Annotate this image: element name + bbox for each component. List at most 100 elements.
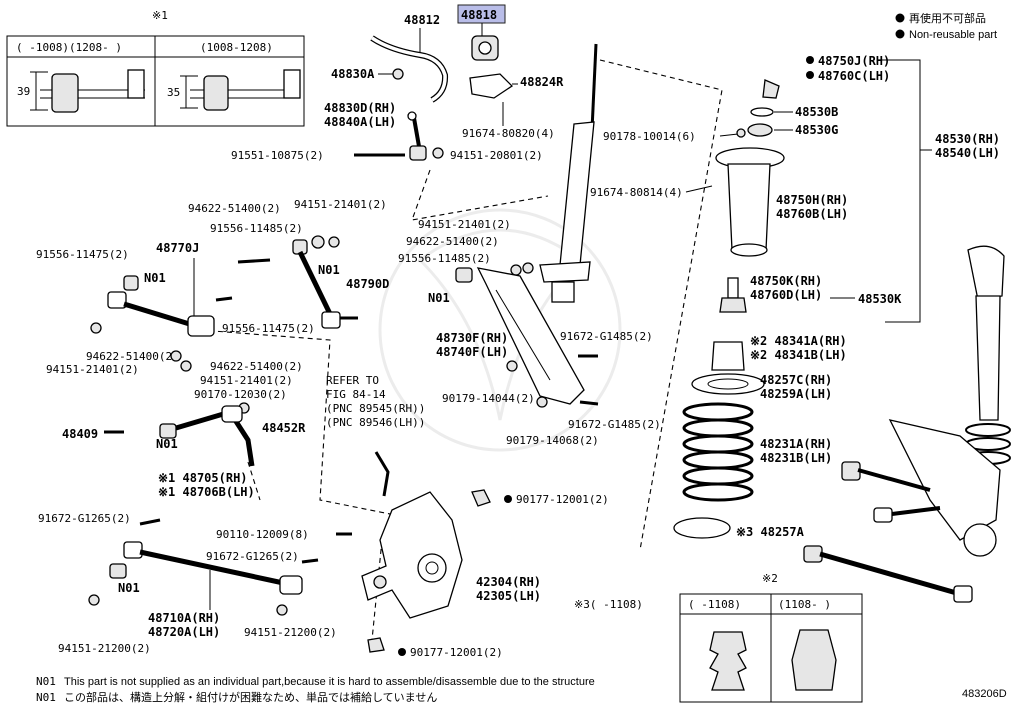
footnote-tag-1: N01 <box>36 675 56 688</box>
spring-group: ※2 48341A(RH) ※2 48341B(LH) 48257C(RH) 4… <box>673 334 847 539</box>
label-90177b: 90177-12001(2) <box>410 646 503 659</box>
label-48818[interactable]: 48818 <box>461 8 497 22</box>
label-48750K: 48750K(RH) <box>750 274 822 288</box>
label-91556c: 91556-11485(2) <box>398 252 491 265</box>
label-94151c: 94151-21401(2) <box>200 374 293 387</box>
legend-dot-icon <box>895 13 905 23</box>
inset-1-left-header: ( -1008)(1208- ) <box>16 41 122 54</box>
label-90110: 90110-12009(8) <box>216 528 309 541</box>
label-91556d: 91556-11475(2) <box>222 322 315 335</box>
label-48341B: ※2 48341B(LH) <box>750 348 847 362</box>
legend: 再使用不可部品 Non-reusable part <box>895 11 997 41</box>
label-n01b: N01 <box>318 263 340 277</box>
label-48409: 48409 <box>62 427 98 441</box>
bracket-48824R[interactable] <box>469 73 514 99</box>
label-94151f: 94151-21200(2) <box>244 626 337 639</box>
label-48706B: ※1 48706B(LH) <box>158 485 255 499</box>
shock-absorber <box>539 43 598 303</box>
label-90179b: 90179-14068(2) <box>506 434 599 447</box>
label-48231B: 48231B(LH) <box>760 451 832 465</box>
label-94622b: 94622-51400(2) <box>86 350 179 363</box>
label-94151d: 94151-21401(2) <box>418 218 511 231</box>
assembly-strut[interactable] <box>975 295 1001 421</box>
label-48830A: 48830A <box>331 67 375 81</box>
legend-jp: 再使用不可部品 <box>909 11 986 25</box>
lower-arm-48730F: 94151-21401(2) 94622-51400(2) 91556-1148… <box>398 218 661 447</box>
lower-arm-48710A: 91672-G1265(2) 91672-G1265(2) N01 48710A… <box>38 512 337 655</box>
note-3: ※3( -1108) <box>574 598 643 611</box>
label-94151b: 94151-21401(2) <box>46 363 139 376</box>
seat-48257C[interactable] <box>691 373 765 395</box>
label-48750H: 48750H(RH) <box>776 193 848 207</box>
coil-spring[interactable] <box>682 402 754 502</box>
link-48830D[interactable] <box>409 145 427 161</box>
label-n01a: N01 <box>144 271 166 285</box>
label-n01c: N01 <box>428 291 450 305</box>
label-91551: 91551-10875(2) <box>231 149 324 162</box>
label-48530G: 48530G <box>795 123 838 137</box>
label-48452R: 48452R <box>262 421 306 435</box>
label-94151e: 94151-21200(2) <box>58 642 151 655</box>
label-48530B: 48530B <box>795 105 838 119</box>
label-48540LH: 48540(LH) <box>935 146 1000 160</box>
footnote-jp: この部品は、構造上分解・組付けが困難なため、単品では補給していません <box>64 690 437 704</box>
inset-1-right-dim: 35 <box>167 86 180 99</box>
label-48770J: 48770J <box>156 241 199 255</box>
inset-2: ※2 ※3( -1108) ( -1108) (1108- ) <box>574 572 863 703</box>
knuckle-42304: 90110-12009(8) 42304(RH) 42305(LH) 90177… <box>216 489 609 659</box>
refer-line-4: (PNC 89546(LH)) <box>326 416 425 429</box>
label-48259A: 48259A(LH) <box>760 387 832 401</box>
link-48452R[interactable] <box>221 405 243 423</box>
label-91674-80820: 91674-80820(4) <box>462 127 555 140</box>
inset-2-right-header: (1108- ) <box>778 598 831 611</box>
label-48760B: 48760B(LH) <box>776 207 848 221</box>
refer-line-2: FIG 84-14 <box>326 388 386 401</box>
arm-48730F[interactable] <box>476 267 585 405</box>
label-48530RH: 48530(RH) <box>935 132 1000 146</box>
label-48341A: ※2 48341A(RH) <box>750 334 847 348</box>
inset-2-left-header: ( -1108) <box>688 598 741 611</box>
label-48790D: 48790D <box>346 277 389 291</box>
label-90177a: 90177-12001(2) <box>516 493 609 506</box>
label-48760C: 48760C(LH) <box>818 69 890 83</box>
refer-note: REFER TO FIG 84-14 (PNC 89545(RH)) (PNC … <box>326 374 425 497</box>
knuckle-body[interactable] <box>361 491 463 619</box>
arm-48710A[interactable] <box>279 575 303 595</box>
bumpstop-old <box>709 631 747 691</box>
dashed-leaders <box>199 59 723 641</box>
label-94622c: 94622-51400(2) <box>210 360 303 373</box>
stabilizer-group: 48812 48818 48824R 48830A 48830D(RH) 488… <box>231 4 564 162</box>
label-90170: 90170-12030(2) <box>194 388 287 401</box>
inset-1-mark: ※1 <box>152 9 168 22</box>
label-48750J: 48750J(RH) <box>818 54 890 68</box>
label-48710A: 48710A(RH) <box>148 611 220 625</box>
label-42304: 42304(RH) <box>476 575 541 589</box>
label-91556b: 91556-11475(2) <box>36 248 129 261</box>
label-n01d: N01 <box>156 437 178 451</box>
label-48730F: 48730F(RH) <box>436 331 508 345</box>
nut-48750J[interactable] <box>762 79 780 99</box>
arm-48770J[interactable] <box>187 315 215 337</box>
inset-1: ※1 ( -1008)(1208- ) (1008-1208) 39 35 <box>6 9 305 127</box>
label-94622a: 94622-51400(2) <box>188 202 281 215</box>
label-90179a: 90179-14044(2) <box>442 392 535 405</box>
label-48830D: 48830D(RH) <box>324 101 396 115</box>
footnote-tag-2: N01 <box>36 691 56 704</box>
support-48750H[interactable] <box>727 163 771 251</box>
refer-line-1: REFER TO <box>326 374 379 387</box>
label-94151a: 94151-21401(2) <box>294 198 387 211</box>
label-48812: 48812 <box>404 13 440 27</box>
label-48824R: 48824R <box>520 75 564 89</box>
inset-2-mark: ※2 <box>762 572 778 585</box>
label-91672a: 91672-G1485(2) <box>560 330 653 343</box>
footnotes: N01 This part is not supplied as an indi… <box>36 675 1007 704</box>
bumpstop-48341A[interactable] <box>711 341 745 371</box>
label-48257C: 48257C(RH) <box>760 373 832 387</box>
label-48530K: 48530K <box>858 292 902 306</box>
legend-en: Non-reusable part <box>909 29 997 41</box>
seat-48257A[interactable] <box>673 517 731 539</box>
shock-body[interactable] <box>559 121 595 266</box>
label-48231A: 48231A(RH) <box>760 437 832 451</box>
